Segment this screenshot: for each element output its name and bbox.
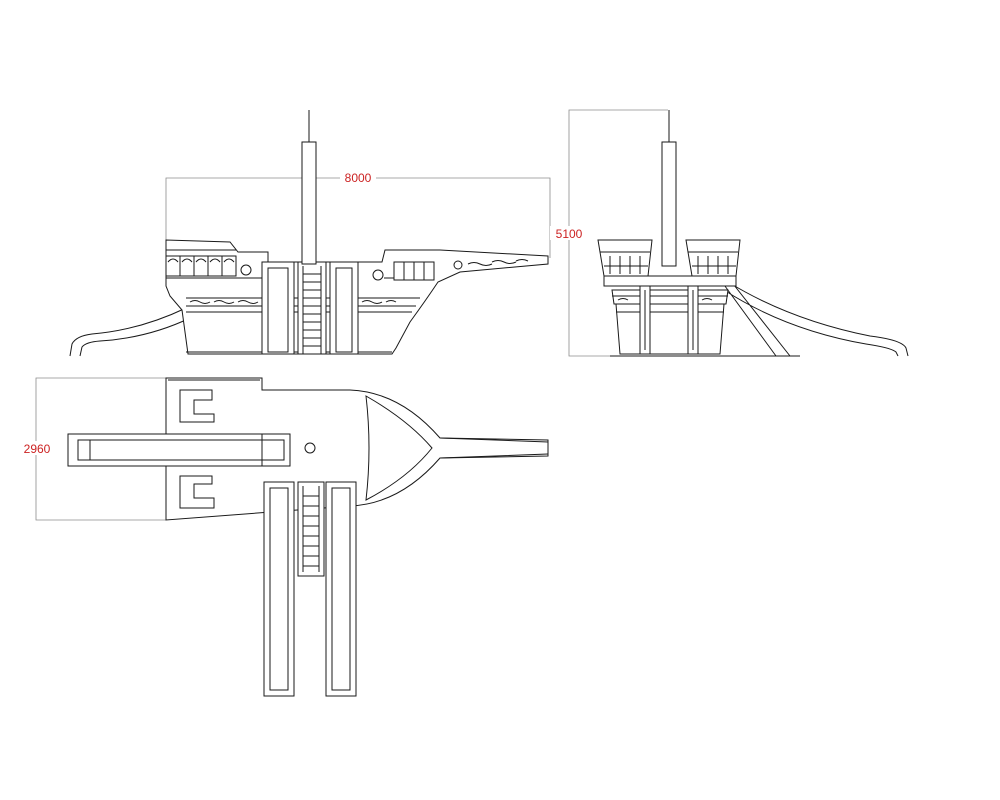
hull-ornament <box>189 259 529 304</box>
plan-slide <box>67 433 291 467</box>
height-dimension-label: 5100 <box>556 227 583 241</box>
porthole-icon <box>240 264 252 276</box>
plan-ladder <box>297 481 325 577</box>
front-crown-left <box>597 239 653 277</box>
top-plan-view: 2960 <box>18 377 549 697</box>
plan-mast-icon <box>304 442 316 454</box>
width-dimension: 2960 <box>18 377 166 521</box>
width-dimension-label: 2960 <box>24 442 51 456</box>
front-crown-right <box>685 239 741 277</box>
side-mast <box>301 141 317 265</box>
plan-bracket-lower <box>179 475 215 509</box>
length-dimension: 8000 <box>165 170 551 258</box>
front-slide <box>721 279 909 357</box>
porthole-icon <box>372 269 384 281</box>
front-elevation-view: 5100 <box>550 109 909 357</box>
length-dimension-label: 8000 <box>345 171 372 185</box>
bow-railing <box>372 260 463 281</box>
side-elevation-view: 8000 <box>69 110 551 357</box>
side-ladder <box>297 261 327 355</box>
front-mast <box>661 141 677 267</box>
porthole-icon <box>453 260 463 270</box>
stern-railing <box>165 255 252 277</box>
plan-bracket-upper <box>179 389 215 423</box>
side-slide-left <box>69 307 191 357</box>
height-dimension: 5100 <box>550 109 668 357</box>
plan-deck <box>165 377 549 521</box>
